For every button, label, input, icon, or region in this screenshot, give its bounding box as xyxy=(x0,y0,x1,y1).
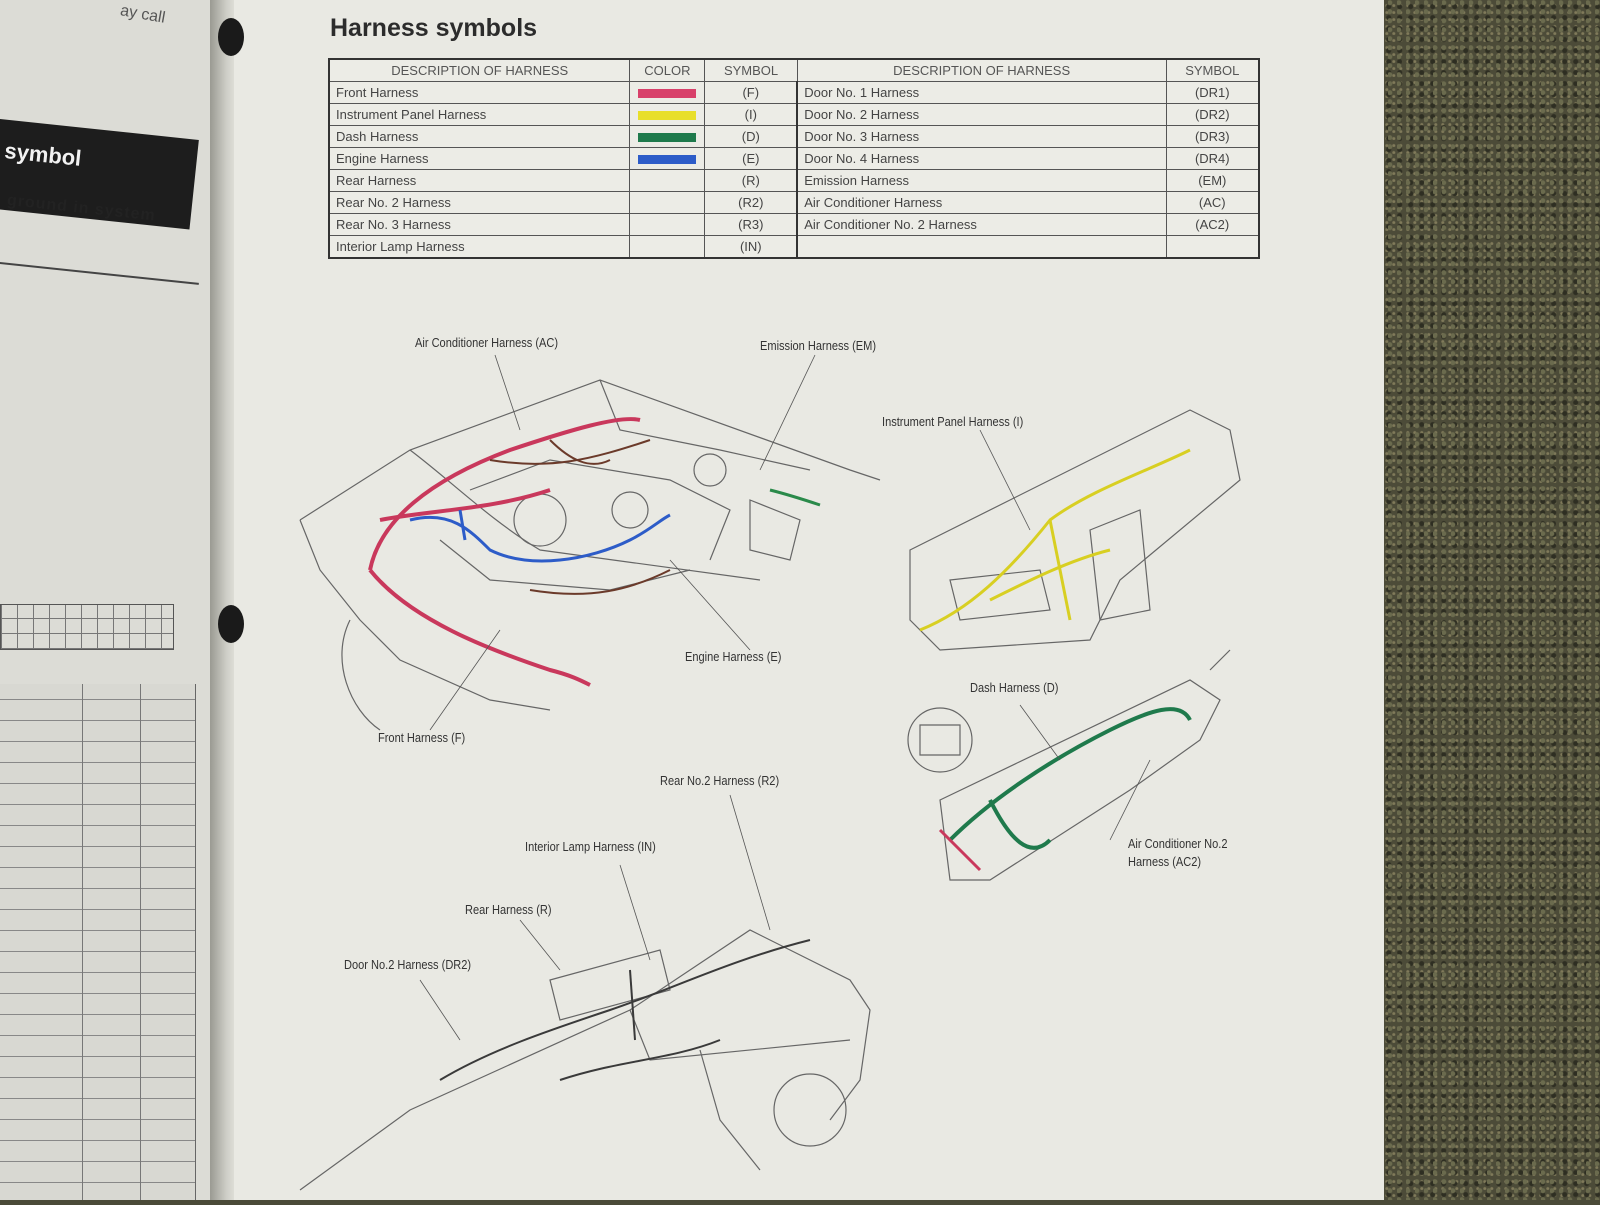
harness-color-swatch xyxy=(638,133,697,143)
binder-hole xyxy=(218,18,244,56)
carpet-background xyxy=(1370,0,1600,1200)
harness-color-cell xyxy=(629,169,706,192)
harness-description: Interior Lamp Harness xyxy=(328,235,631,259)
harness-color-cell xyxy=(629,81,706,104)
harness-color-cell xyxy=(629,213,706,236)
front-harness-wire xyxy=(368,417,641,687)
harness-symbol: (D) xyxy=(704,125,798,148)
harness-description: Engine Harness xyxy=(328,147,631,170)
harness-color-cell xyxy=(629,125,706,148)
table-row: Instrument Panel Harness (I)Door No. 2 Ha… xyxy=(328,103,1260,126)
table-row: Front Harness (F)Door No. 1 Harness(DR1) xyxy=(328,81,1260,104)
harness-description-right xyxy=(796,235,1167,259)
emission-harness-wire xyxy=(769,488,821,507)
table-row: Interior Lamp Harness (IN) xyxy=(328,235,1260,259)
harness-description-right: Door No. 2 Harness xyxy=(796,103,1167,126)
left-table-column-line xyxy=(140,684,141,1200)
callout-interior: Interior Lamp Harness (IN) xyxy=(525,839,656,854)
left-header-fragment: ay call xyxy=(118,2,167,27)
harness-symbols-table: DESCRIPTION OF HARNESS COLOR SYMBOL DESC… xyxy=(328,58,1260,259)
table-row: Rear Harness (R)Emission Harness(EM) xyxy=(328,169,1260,192)
table-row: Engine Harness (E)Door No. 4 Harness(DR4) xyxy=(328,147,1260,170)
dash-harness-wire xyxy=(948,707,1192,850)
harness-description-right: Door No. 4 Harness xyxy=(796,147,1167,170)
harness-description: Rear No. 3 Harness xyxy=(328,213,631,236)
harness-description-right: Door No. 1 Harness xyxy=(796,81,1167,104)
harness-diagram: Air Conditioner Harness (AC) Emission Ha… xyxy=(290,320,1370,1200)
instrument-panel-harness-wire xyxy=(919,448,1191,632)
harness-symbol-right: (DR3) xyxy=(1165,125,1260,148)
harness-symbol-right: (DR2) xyxy=(1165,103,1260,126)
callout-em: Emission Harness (EM) xyxy=(760,338,877,353)
harness-symbol-right: (EM) xyxy=(1165,169,1260,192)
harness-symbol-right xyxy=(1165,235,1260,259)
harness-description: Front Harness xyxy=(328,81,631,104)
harness-color-cell xyxy=(629,147,706,170)
harness-description: Instrument Panel Harness xyxy=(328,103,631,126)
left-divider xyxy=(0,262,199,285)
binding-gutter xyxy=(210,0,238,1200)
harness-symbol-right: (AC) xyxy=(1165,191,1260,214)
header-description-right: DESCRIPTION OF HARNESS xyxy=(796,58,1167,82)
harness-color-cell xyxy=(629,103,706,126)
harness-symbol: (E) xyxy=(704,147,798,170)
harness-symbol-right: (DR1) xyxy=(1165,81,1260,104)
table-row: Rear No. 2 Harness (R2)Air Conditioner Ha… xyxy=(328,191,1260,214)
rear-harness-wires xyxy=(439,939,811,1081)
callout-dash: Dash Harness (D) xyxy=(970,680,1059,695)
harness-description-right: Emission Harness xyxy=(796,169,1167,192)
instrument-panel-illustration xyxy=(909,409,1241,651)
table-header-row: DESCRIPTION OF HARNESS COLOR SYMBOL DESC… xyxy=(328,58,1260,82)
misc-harness-wires xyxy=(489,439,671,595)
harness-description-right: Air Conditioner No. 2 Harness xyxy=(796,213,1167,236)
harness-color-swatch xyxy=(638,155,697,165)
page-title: Harness symbols xyxy=(330,14,538,42)
ac2-harness-wire xyxy=(938,828,982,872)
harness-color-cell xyxy=(629,235,706,259)
header-description: DESCRIPTION OF HARNESS xyxy=(328,58,631,82)
harness-symbol-right: (DR4) xyxy=(1165,147,1260,170)
callout-ac2-line2: Harness (AC2) xyxy=(1128,854,1202,869)
dash-illustration xyxy=(907,649,1231,881)
harness-symbol: (R3) xyxy=(704,213,798,236)
harness-color-swatch xyxy=(638,89,697,99)
header-symbol: SYMBOL xyxy=(704,58,798,82)
harness-symbol: (R) xyxy=(704,169,798,192)
callout-rear2: Rear No.2 Harness (R2) xyxy=(660,773,780,788)
header-symbol-right: SYMBOL xyxy=(1165,58,1260,82)
harness-diagram-svg xyxy=(299,354,1241,1191)
left-page: ay call symbol ground in system xyxy=(0,0,215,1200)
callout-engine: Engine Harness (E) xyxy=(685,649,782,664)
harness-symbol: (F) xyxy=(704,81,798,104)
engine-harness-wire xyxy=(409,509,671,563)
table-row: Rear No. 3 Harness (R3)Air Conditioner No… xyxy=(328,213,1260,236)
left-spec-table xyxy=(0,684,196,1200)
binder-hole xyxy=(218,605,244,643)
callout-ac2-line1: Air Conditioner No.2 xyxy=(1128,836,1228,851)
left-mini-grid xyxy=(0,604,174,650)
callout-door2: Door No.2 Harness (DR2) xyxy=(344,957,472,972)
harness-description-right: Door No. 3 Harness xyxy=(796,125,1167,148)
harness-symbol-right: (AC2) xyxy=(1165,213,1260,236)
callout-rear: Rear Harness (R) xyxy=(465,902,552,917)
callout-front: Front Harness (F) xyxy=(378,730,466,745)
harness-description: Rear No. 2 Harness xyxy=(328,191,631,214)
callout-ac: Air Conditioner Harness (AC) xyxy=(415,335,559,350)
harness-color-cell xyxy=(629,191,706,214)
harness-color-swatch xyxy=(638,111,697,121)
rear-body-illustration xyxy=(299,929,871,1191)
harness-symbol: (R2) xyxy=(704,191,798,214)
callout-leaders xyxy=(419,354,1151,1041)
harness-description: Rear Harness xyxy=(328,169,631,192)
harness-description-right: Air Conditioner Harness xyxy=(796,191,1167,214)
harness-symbol: (I) xyxy=(704,103,798,126)
harness-symbol: (IN) xyxy=(704,235,798,259)
header-color: COLOR xyxy=(629,58,706,82)
callout-ip: Instrument Panel Harness (I) xyxy=(882,414,1024,429)
left-table-column-line xyxy=(82,684,83,1200)
table-row: Dash Harness (D)Door No. 3 Harness(DR3) xyxy=(328,125,1260,148)
harness-description: Dash Harness xyxy=(328,125,631,148)
